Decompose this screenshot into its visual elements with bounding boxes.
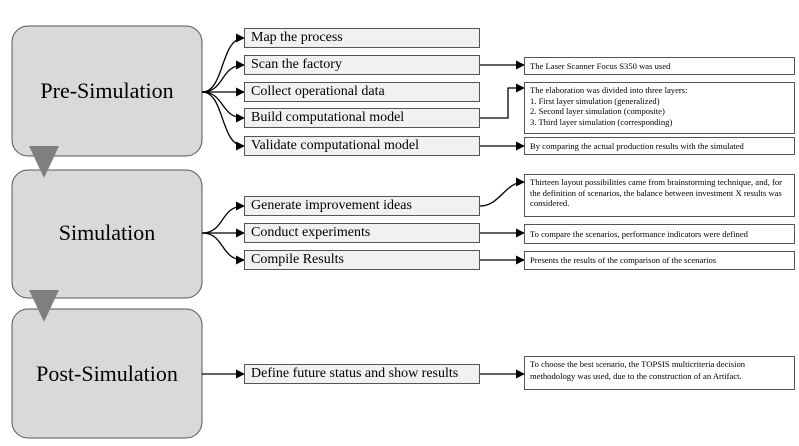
connector-arrow <box>201 201 245 234</box>
connector-arrow <box>201 91 245 123</box>
connector-arrow <box>480 83 525 119</box>
note-line: 2. Second layer simulation (composite) <box>530 106 665 116</box>
step-validate-computational-model: Validate computational model <box>244 136 480 156</box>
note-line: Presents the results of the comparison o… <box>530 255 717 265</box>
phase-label-post-simulation: Post-Simulation <box>36 361 178 386</box>
note-build-computational-model: The elaboration was divided into three l… <box>524 82 795 134</box>
phase-label-simulation: Simulation <box>58 220 156 245</box>
connector-arrow <box>201 91 245 151</box>
step-collect-operational-data: Collect operational data <box>244 82 480 102</box>
note-define-future-status: To choose the best scenario, the TOPSIS … <box>524 356 795 390</box>
note-scan-the-factory: The Laser Scanner Focus S350 was used <box>524 57 795 75</box>
note-text: Thirteen layout possibilities came from … <box>530 177 783 208</box>
phase-box-pre-simulation <box>11 25 203 157</box>
note-line: To compare the scenarios, performance in… <box>530 229 748 239</box>
note-line: The elaboration was divided into three l… <box>530 85 688 95</box>
phase-box-simulation <box>11 169 203 299</box>
note-validate-computational-model: By comparing the actual production resul… <box>524 137 795 155</box>
note-compile-results: Presents the results of the comparison o… <box>524 251 795 270</box>
connector-arrow <box>201 33 245 93</box>
step-compile-results: Compile Results <box>244 250 480 270</box>
note-line: 1. First layer simulation (generalized) <box>530 95 660 106</box>
note-line: The Laser Scanner Focus S350 was used <box>530 61 671 71</box>
step-define-future-status: Define future status and show results <box>244 364 480 384</box>
note-line: By comparing the actual production resul… <box>530 141 744 151</box>
down-arrow-icon <box>29 146 59 178</box>
note-line: 3. Third layer simulation (corresponding… <box>530 116 673 127</box>
step-scan-the-factory: Scan the factory <box>244 55 480 75</box>
connector-arrow <box>201 232 245 265</box>
connector-arrow <box>479 177 525 207</box>
note-conduct-experiments: To compare the scenarios, performance in… <box>524 224 795 244</box>
connector-arrow <box>201 60 245 93</box>
phase-label-pre-simulation: Pre-Simulation <box>40 78 174 103</box>
note-generate-improvement-ideas: Thirteen layout possibilities came from … <box>524 174 795 217</box>
step-map-the-process: Map the process <box>244 28 480 48</box>
step-conduct-experiments: Conduct experiments <box>244 223 480 243</box>
step-build-computational-model: Build computational model <box>244 108 480 128</box>
note-text: To choose the best scenario, the TOPSIS … <box>530 359 746 381</box>
down-arrow-icon <box>29 290 59 322</box>
step-generate-improvement-ideas: Generate improvement ideas <box>244 196 480 216</box>
